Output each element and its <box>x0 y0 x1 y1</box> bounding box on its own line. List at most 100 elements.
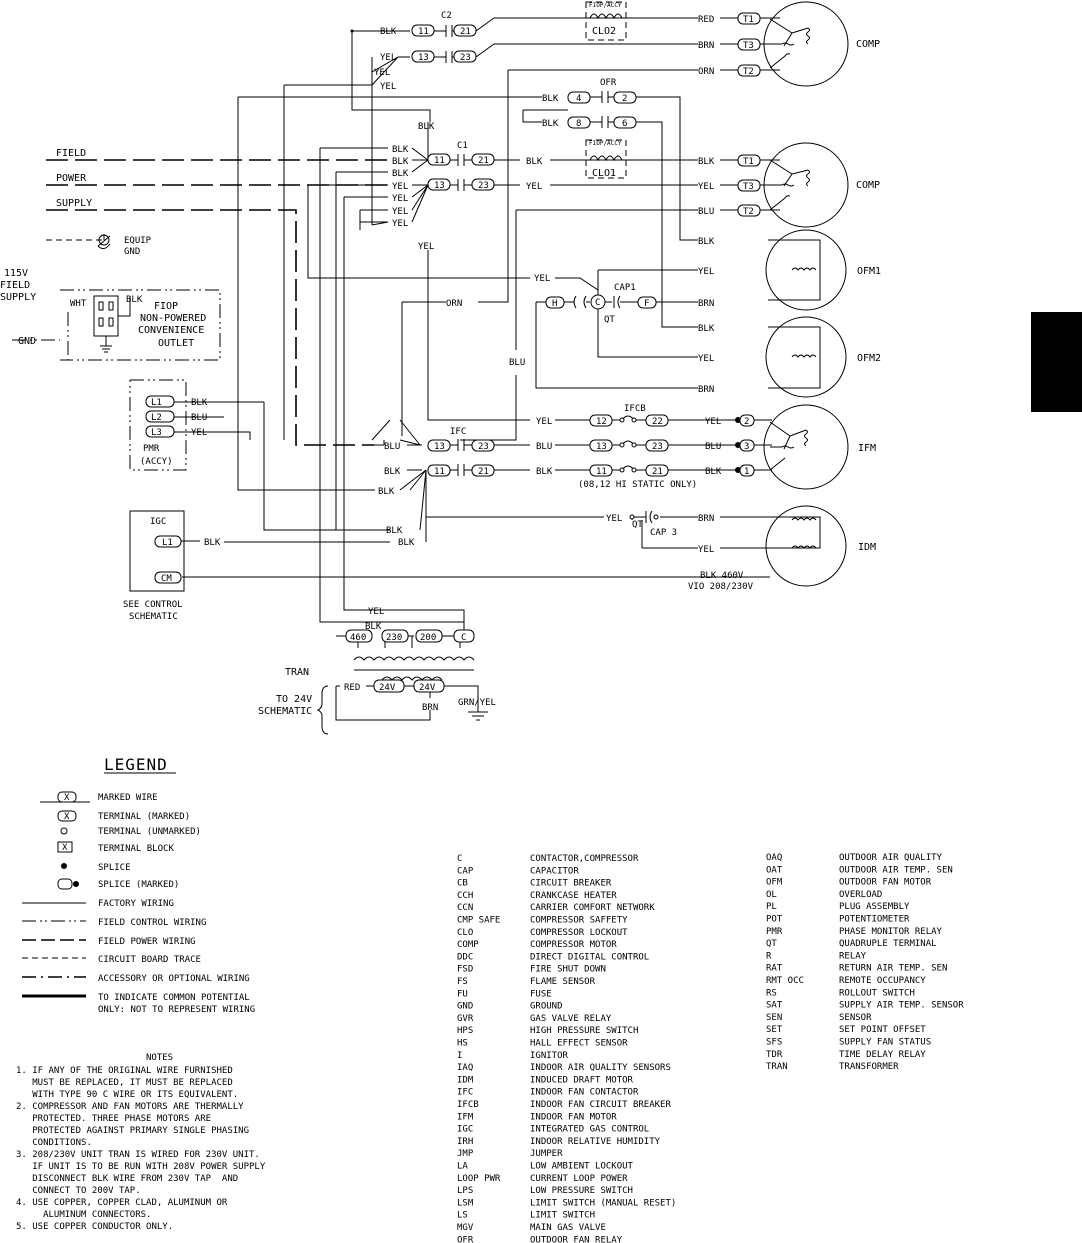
left-abbr-code: C <box>457 854 462 864</box>
wire-label: BLK <box>384 467 401 477</box>
right-abbr-meaning: SET POINT OFFSET <box>839 1025 926 1035</box>
wire-label: BLK <box>698 237 715 247</box>
wire-label: YEL <box>380 82 396 92</box>
left-abbr-meaning: INDOOR AIR QUALITY SENSORS <box>530 1063 671 1073</box>
wire-label: BLU <box>536 442 552 452</box>
left-abbr-meaning: CARRIER COMFORT NETWORK <box>530 903 655 913</box>
terminal-11-c2: 11 <box>418 27 429 37</box>
left-abbr-meaning: HIGH PRESSURE SWITCH <box>530 1026 638 1036</box>
left-abbr-meaning: JUMPER <box>530 1149 563 1159</box>
wire-label: ORN <box>446 299 462 309</box>
legend-item: MARKED WIRE <box>98 793 158 803</box>
wire-label: YEL <box>698 354 714 364</box>
right-abbr-meaning: RELAY <box>839 951 867 961</box>
clo2-label: CLO2 <box>592 26 616 37</box>
motor-comp-mid: COMP <box>763 142 880 228</box>
wire-label: YEL <box>392 194 408 204</box>
terminal-24v-left: 24V <box>379 683 396 693</box>
wire-label: BLK <box>698 324 715 334</box>
terminal-h: H <box>552 299 557 309</box>
left-abbr-code: FS <box>457 977 468 987</box>
outlet-label-3: OUTLET <box>158 338 194 349</box>
to24v-label-2: SCHEMATIC <box>258 706 312 717</box>
terminal-23-c1: 23 <box>478 181 489 191</box>
note-line: PROTECTED AGAINST PRIMARY SINGLE PHASING <box>16 1126 249 1136</box>
comp-mid-label: COMP <box>856 180 880 191</box>
note-line: 1. IF ANY OF THE ORIGINAL WIRE FURNISHED <box>16 1066 233 1076</box>
left-abbr-code: LOOP PWR <box>457 1174 501 1184</box>
terminal-l1-pmr: L1 <box>151 398 162 408</box>
terminal-2-ifm: 2 <box>744 417 749 427</box>
left-abbr-code: CLO <box>457 928 473 938</box>
left-abbr-code: MGV <box>457 1223 474 1233</box>
terminal-c-cap1: C <box>595 298 600 308</box>
left-abbr-code: GND <box>457 1002 473 1012</box>
note-line: DISCONNECT BLK WIRE FROM 230V TAP AND <box>16 1174 238 1184</box>
terminal-21-c1: 21 <box>478 156 489 166</box>
wire-label: BLU <box>705 442 721 452</box>
right-abbr-meaning: SUPPLY FAN STATUS <box>839 1038 931 1048</box>
wire-label: BLK <box>365 622 382 632</box>
right-abbr-code: TDR <box>766 1050 783 1060</box>
gnd-label: GND <box>18 336 36 347</box>
terminal-1-ifm: 1 <box>744 467 749 477</box>
wire-label: BLK <box>536 467 553 477</box>
wire-label: BLK <box>542 119 559 129</box>
right-abbr-code: RAT <box>766 964 783 974</box>
vio-label: VIO 208/230V <box>688 582 754 592</box>
wire-label: BLK <box>398 538 415 548</box>
left-abbr-meaning: INDUCED DRAFT MOTOR <box>530 1075 634 1085</box>
wire-label: BLU <box>509 358 525 368</box>
right-abbr-code: OFM <box>766 878 783 888</box>
legend-item: TERMINAL BLOCK <box>98 844 174 854</box>
legend-title: LEGEND <box>104 755 168 774</box>
left-abbr-meaning: LOW PRESSURE SWITCH <box>530 1186 633 1196</box>
terminal-c-tran: C <box>461 633 466 643</box>
c2-label: C2 <box>441 11 452 21</box>
right-abbr-code: RMT OCC <box>766 976 804 986</box>
right-abbr-code: POT <box>766 915 783 925</box>
left-abbr-meaning: LOW AMBIENT LOCKOUT <box>530 1162 634 1172</box>
hi-static-label: (08,12 HI STATIC ONLY) <box>578 480 697 490</box>
legend-item: FACTORY WIRING <box>98 899 174 909</box>
left-abbr-code: IAQ <box>457 1063 473 1073</box>
right-abbr-meaning: TRANSFORMER <box>839 1062 899 1072</box>
right-abbr-meaning: OUTDOOR AIR QUALITY <box>839 853 943 863</box>
left-abbr-code: COMP <box>457 940 479 950</box>
left-abbr-meaning: COMPRESSOR LOCKOUT <box>530 928 628 938</box>
left-abbr-code: DDC <box>457 952 473 962</box>
fiop-accy-label-mid: FIOP/ACCY <box>589 140 622 147</box>
wire-label: BRN <box>698 41 714 51</box>
right-abbr-meaning: RETURN AIR TEMP. SEN <box>839 964 947 974</box>
right-abbr-code: SEN <box>766 1013 782 1023</box>
field-power-wiring <box>46 159 388 446</box>
right-abbr-meaning: QUADRUPLE TERMINAL <box>839 939 937 949</box>
note-line: 3. 208/230V UNIT TRAN IS WIRED FOR 230V … <box>16 1150 260 1160</box>
wire-label: BLK <box>542 94 559 104</box>
left-abbr-code: IFC <box>457 1088 473 1098</box>
outlet-label-1: NON-POWERED <box>140 313 206 324</box>
legend-item: ACCESSORY OR OPTIONAL WIRING <box>98 974 250 984</box>
right-abbr-code: TRAN <box>766 1062 788 1072</box>
left-abbr-code: IFCB <box>457 1100 479 1110</box>
wire-label: GRN/YEL <box>458 698 496 708</box>
terminal-21-ifcb: 21 <box>652 467 663 477</box>
left-abbr-code: IDM <box>457 1075 474 1085</box>
right-abbr-meaning: OVERLOAD <box>839 890 882 900</box>
left-abbr-meaning: INDOOR FAN CIRCUIT BREAKER <box>530 1100 671 1110</box>
page-tab <box>1031 312 1082 412</box>
legend: LEGEND X MARKED WIRE X TERMINAL (MARKED)… <box>22 755 255 1015</box>
pmr-label: PMR <box>143 444 160 454</box>
field-supply-label-1: FIELD <box>0 280 30 291</box>
idm-label: IDM <box>858 542 876 553</box>
left-abbr-code: HS <box>457 1039 468 1049</box>
left-abbr-code: CMP SAFE <box>457 916 500 926</box>
legend-item: ONLY: NOT TO REPRESENT WIRING <box>98 1005 255 1015</box>
left-abbr-meaning: LIMIT SWITCH <box>530 1211 595 1221</box>
left-abbr-meaning: CAPACITOR <box>530 866 579 876</box>
left-abbr-meaning: GAS VALVE RELAY <box>530 1014 612 1024</box>
equip-gnd-label: GND <box>124 247 140 257</box>
terminal-13-ifc: 13 <box>434 442 445 452</box>
supply-label: SUPPLY <box>56 198 92 209</box>
